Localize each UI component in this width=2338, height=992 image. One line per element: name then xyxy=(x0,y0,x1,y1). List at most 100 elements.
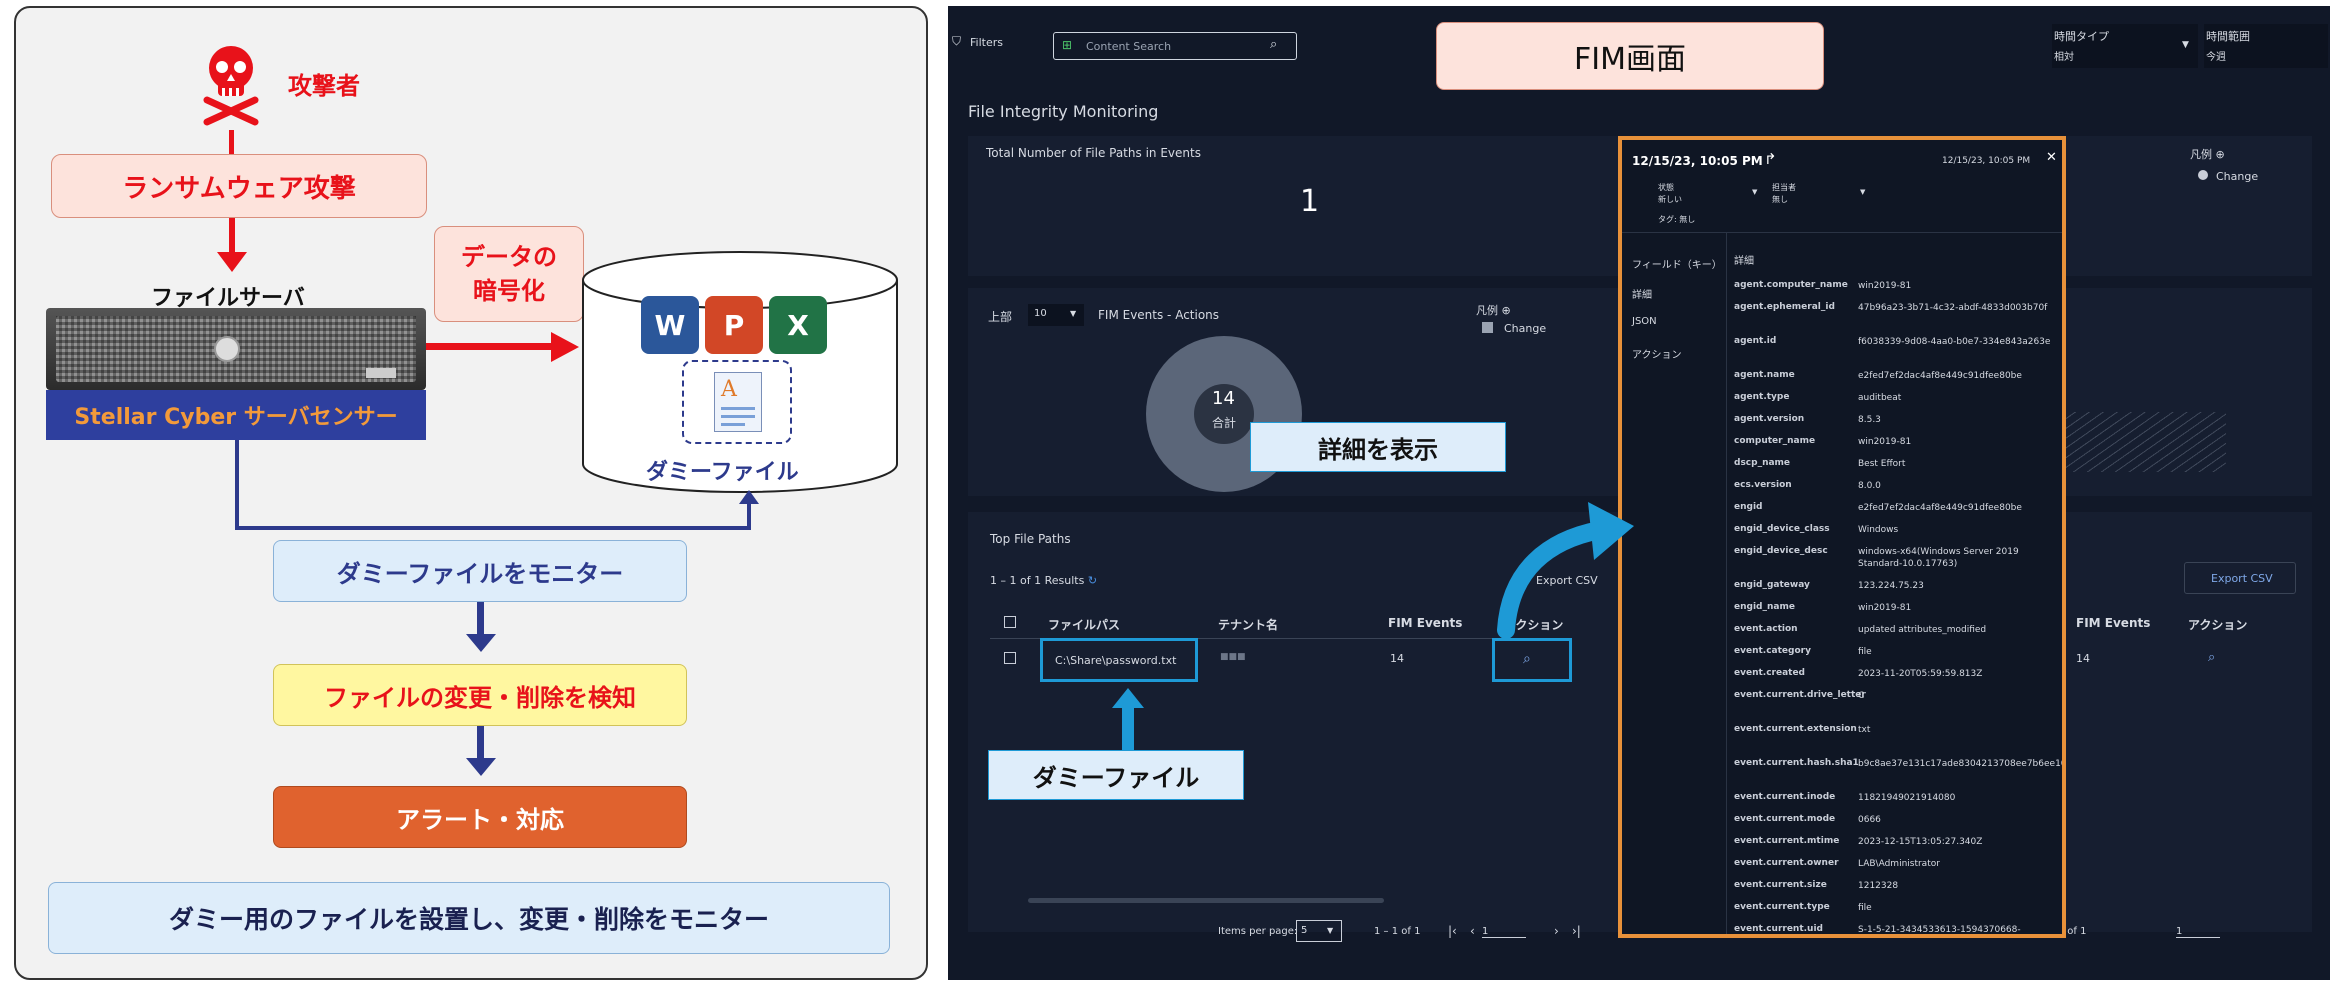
action-highlight[interactable]: ⌕ xyxy=(1492,638,1572,682)
detail-field-value: updated attributes_modified xyxy=(1858,625,1987,635)
arrow-encrypt-right xyxy=(426,343,554,350)
detail-callout: 詳細を表示 xyxy=(1250,422,1506,472)
export-csv-button[interactable]: Export CSV xyxy=(1536,574,1598,587)
donut-caption: 合計 xyxy=(1212,416,1237,430)
detail-field-value: S-1-5-21-3434533613-1594370668-196465899… xyxy=(1858,925,2021,935)
file-path-highlight[interactable]: C:\Share\password.txt xyxy=(1040,638,1198,682)
page-number-right[interactable]: 1 xyxy=(2176,926,2220,938)
events-cell: 14 xyxy=(1390,652,1404,665)
detail-field-value: f6038339-9d08-4aa0-b0e7-334e843a263e xyxy=(1858,337,2051,347)
scrollbar[interactable] xyxy=(1028,898,1384,903)
top-label: 上部 xyxy=(988,310,1013,324)
detail-field-key: ecs.version xyxy=(1734,480,1792,490)
legend-swatch xyxy=(1482,322,1493,333)
detail-field-value: 8.5.3 xyxy=(1858,415,1881,425)
page-range: 1 – 1 of 1 xyxy=(1374,926,1421,937)
detail-field-key: event.current.inode xyxy=(1734,792,1836,802)
col-action-right[interactable]: アクション xyxy=(2188,618,2248,632)
tag-label: タグ: 無し xyxy=(1658,215,1696,224)
detail-divider xyxy=(1622,232,2062,233)
search-icon[interactable]: ⌕ xyxy=(1523,651,1531,667)
header-divider xyxy=(990,638,1570,639)
server-label: ファイルサーバ xyxy=(151,286,305,311)
detail-field-key: engid_device_class xyxy=(1734,524,1830,534)
detail-field-value: txt xyxy=(1858,725,1871,735)
col-events[interactable]: FIM Events xyxy=(1388,616,1463,630)
assignee-value[interactable]: 無し xyxy=(1772,195,1788,204)
share-icon[interactable]: ↱ xyxy=(1764,150,1777,168)
col-tenant[interactable]: テナント名 xyxy=(1218,618,1279,632)
close-icon[interactable]: ✕ xyxy=(2046,150,2057,165)
search-icon[interactable]: ⌕ xyxy=(1270,37,1278,52)
detect-label: ファイルの変更・削除を検知 xyxy=(324,683,636,712)
chevron-down-icon: ▼ xyxy=(1327,926,1334,935)
connector-bottom xyxy=(235,526,751,530)
last-page-icon[interactable]: ›| xyxy=(1572,924,1581,938)
legend-item-right: Change xyxy=(2216,170,2259,183)
ransomware-box: ランサムウェア攻撃 xyxy=(51,154,427,218)
page-number[interactable]: 1 xyxy=(1482,926,1526,938)
detail-field-key: agent.type xyxy=(1734,392,1790,402)
items-per-page-label: Items per page: xyxy=(1218,926,1298,937)
first-page-icon[interactable]: |‹ xyxy=(1448,924,1457,938)
detail-field-value: 2023-12-15T13:05:27.340Z xyxy=(1858,837,1983,847)
arrow-head-down-navy-1 xyxy=(466,634,496,652)
menu-details[interactable]: 詳細 xyxy=(1632,290,1652,301)
dummy-callout: ダミーファイル xyxy=(988,750,1244,800)
items-per-page-select[interactable]: 5 ▼ xyxy=(1296,920,1342,942)
detail-field-key: agent.name xyxy=(1734,370,1795,380)
menu-fields[interactable]: フィールド（キー） xyxy=(1632,260,1722,271)
detail-panel: 12/15/23, 10:05 PM ↱ 12/15/23, 10:05 PM … xyxy=(1618,136,2066,938)
detail-field-value: 123.224.75.23 xyxy=(1858,581,1924,591)
detail-section-title: 詳細 xyxy=(1734,256,1754,267)
attacker-label: 攻撃者 xyxy=(288,72,360,100)
detail-field-key: event.current.size xyxy=(1734,880,1827,890)
detail-field-value: win2019-81 xyxy=(1858,603,1912,613)
col-action[interactable]: アクション xyxy=(1504,618,1564,632)
detail-field-key: event.current.extension xyxy=(1734,724,1857,734)
detail-field-key: event.created xyxy=(1734,668,1806,678)
filter-icon[interactable]: ⛉ xyxy=(952,34,962,48)
alert-box: アラート・対応 xyxy=(273,786,687,848)
alert-label: アラート・対応 xyxy=(396,805,564,834)
detail-field-key: event.action xyxy=(1734,624,1798,634)
prev-page-icon[interactable]: ‹ xyxy=(1470,924,1475,938)
col-events-right[interactable]: FIM Events xyxy=(2076,616,2151,630)
dummy-file-label: ダミーファイル xyxy=(646,460,799,485)
menu-json[interactable]: JSON xyxy=(1632,316,1657,327)
detail-field-key: engid_device_desc xyxy=(1734,546,1828,556)
legend-label: 凡例 ⊕ xyxy=(1476,304,1511,317)
detail-field-key: event.category xyxy=(1734,646,1811,656)
row-checkbox[interactable] xyxy=(1004,652,1016,664)
header-checkbox[interactable] xyxy=(1004,616,1016,628)
connector-up xyxy=(747,502,751,530)
status-value[interactable]: 新しい xyxy=(1658,195,1682,204)
connector-sensor-down xyxy=(235,440,239,530)
events-cell-right: 14 xyxy=(2076,652,2090,665)
arrow-detect-down xyxy=(477,726,484,762)
total-label: Total Number of File Paths in Events xyxy=(986,146,1201,160)
detail-field-value: b9c8ae37e131c17ade8304213708ee7b6ee10354 xyxy=(1858,759,2066,769)
detail-field-value: e2fed7ef2dac4af8e449c91dfee80be xyxy=(1858,503,2022,513)
menu-actions[interactable]: アクション xyxy=(1632,350,1682,361)
time-range-value: 今週 xyxy=(2206,52,2226,63)
detail-field-key: event.current.uid xyxy=(1734,924,1823,934)
search-icon[interactable]: ⌕ xyxy=(2208,650,2216,665)
search-input[interactable]: ⊞ Content Search ⌕ xyxy=(1053,32,1297,60)
top-select[interactable]: 10 ▼ xyxy=(1028,304,1084,326)
arrow-head-down-red xyxy=(217,252,247,272)
time-type-value: 相対 xyxy=(2054,52,2074,63)
export-csv-right[interactable]: Export CSV xyxy=(2184,562,2296,594)
detail-field-key: event.current.mode xyxy=(1734,814,1836,824)
filters-button[interactable]: Filters xyxy=(970,36,1003,49)
encrypt-label-line1: データの xyxy=(461,243,557,271)
time-range-select[interactable]: 時間範囲 今週 xyxy=(2204,24,2328,68)
time-type-select[interactable]: 時間タイプ 相対 ▼ xyxy=(2052,24,2198,68)
chevron-down-icon: ▼ xyxy=(2182,40,2189,50)
arrow-head-up-navy xyxy=(739,490,759,504)
detail-timestamp-small: 12/15/23, 10:05 PM xyxy=(1942,156,2031,166)
col-path[interactable]: ファイルパス xyxy=(1048,618,1121,632)
next-page-icon[interactable]: › xyxy=(1554,924,1559,938)
detail-field-key: event.current.type xyxy=(1734,902,1830,912)
detail-field-value: LAB\Administrator xyxy=(1858,859,1940,869)
